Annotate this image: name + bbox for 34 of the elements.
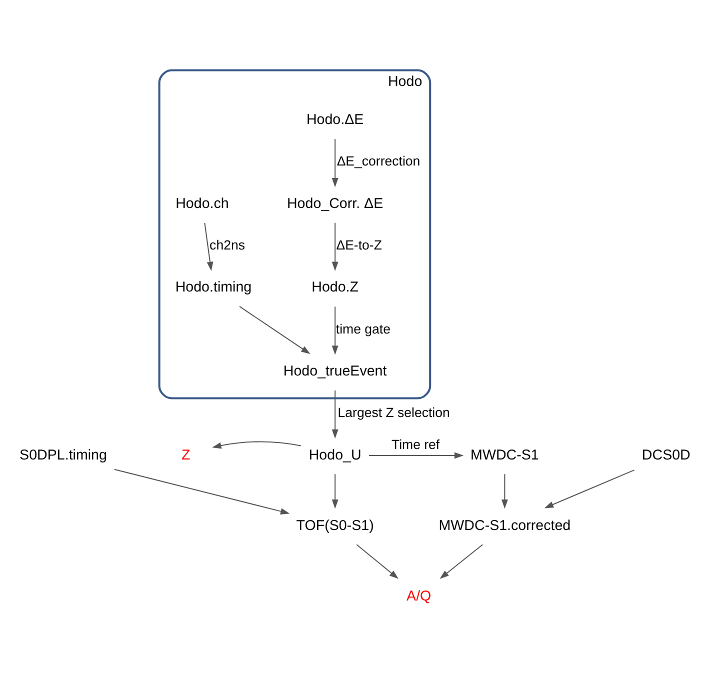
arrow	[369, 452, 464, 459]
edge-label: time gate	[336, 321, 390, 336]
edge-label: ΔE_correction	[336, 154, 420, 169]
arrow	[356, 544, 399, 579]
node-text: A/Q	[406, 588, 432, 604]
edge-label: Largest Z selection	[338, 405, 450, 420]
node-text: Hodo_trueEvent	[283, 363, 387, 380]
node-text: Hodo.ΔE	[306, 112, 364, 128]
arrow	[501, 474, 508, 509]
node-text: Hodo_Corr. ΔE	[286, 196, 384, 212]
node-text: Hodo.ch	[176, 196, 229, 212]
arrow	[332, 139, 338, 188]
arrow	[332, 306, 338, 355]
edge-label: ΔE-to-Z	[336, 237, 382, 252]
node-text: Hodo.timing	[175, 280, 252, 296]
arrow	[332, 390, 338, 439]
arrow	[212, 441, 301, 449]
arrow	[114, 468, 290, 514]
edge-label: ch2ns	[210, 237, 245, 252]
edge-label: Time ref	[391, 436, 440, 452]
arrow	[239, 306, 310, 354]
node-text: MWDC-S1	[470, 447, 539, 464]
node-text: DCS0D	[642, 447, 690, 464]
node-text: MWDC-S1.corrected	[438, 518, 571, 534]
arrow	[204, 222, 214, 271]
node-text: Z	[182, 447, 190, 464]
node-text: Hodo.Z	[312, 280, 359, 296]
arrow	[332, 222, 338, 272]
arrow	[544, 470, 634, 508]
node-text: S0DPL.timing	[20, 447, 107, 464]
node-text: Hodo_U	[308, 447, 362, 464]
arrow	[332, 474, 338, 509]
node-text: TOF(S0-S1)	[296, 518, 374, 534]
arrow	[440, 544, 483, 579]
